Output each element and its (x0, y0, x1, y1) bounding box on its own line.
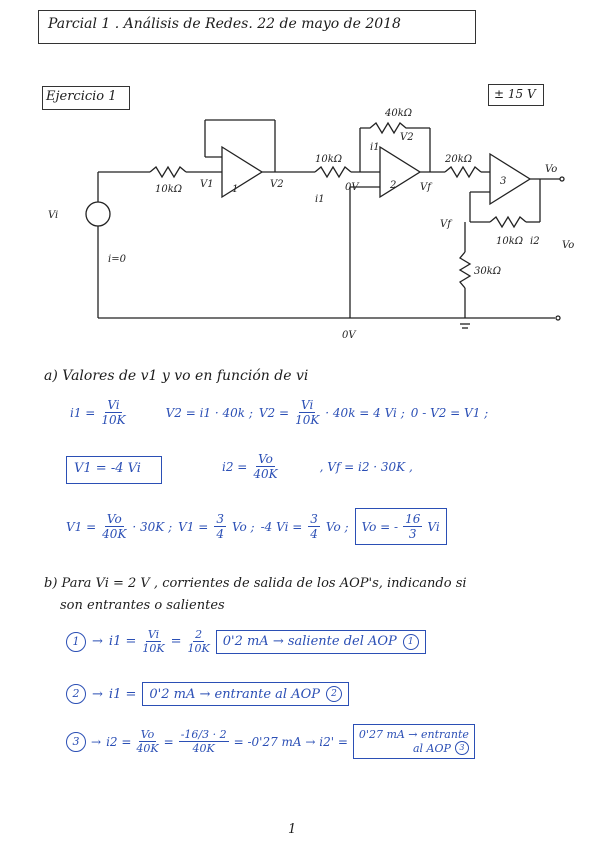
part-a-line1: i1 = Vi 10K V2 = i1 · 40k ; V2 = Vi 10K … (70, 398, 489, 427)
part-a-heading: a) Valores de v1 y vo en función de vi (44, 368, 309, 384)
label-v2: V2 (270, 179, 284, 190)
exercise-label: Ejercicio 1 (46, 89, 117, 104)
opamp-2 (379, 145, 422, 199)
label-i0: i=0 (108, 254, 127, 265)
label-r6: 30kΩ (474, 266, 501, 277)
part-b-heading-2: son entrantes o salientes (60, 598, 225, 613)
resistor-r1 (149, 165, 187, 179)
label-op2: 2 (389, 180, 396, 191)
part-b-heading-1: b) Para Vi = 2 V , corrientes de salida … (44, 576, 467, 591)
circle-1: 1 (66, 631, 86, 652)
exercise-label-box (42, 86, 130, 110)
resistor-r2 (314, 165, 352, 179)
boxed-row3: 0'27 mA → entrante al AOP 3 (352, 724, 475, 759)
label-v0: 0V (345, 182, 360, 193)
label-r3: 40kΩ (384, 108, 412, 119)
resistor-r5 (489, 215, 527, 229)
page-number: 1 (288, 822, 297, 837)
label-i1a: i1 (315, 194, 325, 205)
label-vfb: Vf (440, 219, 453, 230)
circle-3: 3 (66, 731, 86, 752)
boxed-vo-result: Vo = - 16 3 Vi (354, 508, 447, 545)
part-b-row2: 2 → i1 = 0'2 mA → entrante al AOP 2 (66, 682, 350, 706)
part-b-row1: 1 → i1 = Vi 10K = 2 10K 0'2 mA → salient… (66, 628, 426, 655)
resistor-r4 (444, 165, 482, 179)
label-vo: Vo (545, 164, 557, 175)
opamp-3 (489, 152, 532, 206)
boxed-v1-result (66, 456, 162, 484)
label-op1: 1 (232, 184, 238, 195)
voltage-source (85, 201, 111, 227)
label-vi: Vi (48, 210, 58, 221)
label-i1b: i1 (370, 142, 380, 153)
label-gnd: 0V (342, 330, 357, 341)
circuit-diagram: Vi i=0 10kΩ V1 1 V2 10kΩ i1 0V 40kΩ V2 i… (48, 108, 574, 341)
supply-box (488, 84, 544, 106)
resistor-r3 (360, 121, 430, 135)
label-v2b: V2 (400, 132, 414, 143)
label-v1: V1 (200, 179, 214, 190)
label-i2: i2 (530, 236, 540, 247)
header-box (38, 10, 476, 44)
label-vf: Vf (420, 182, 433, 193)
part-b-row3: 3 → i2 = Vo 40K = -16/3 · 2 40K = -0'27 … (66, 724, 475, 759)
opamp-1 (221, 145, 264, 199)
circle-2: 2 (66, 684, 86, 704)
boxed-row2: 0'2 mA → entrante al AOP 2 (142, 682, 350, 706)
label-op3: 3 (500, 176, 506, 187)
label-vo-out: Vo (562, 240, 574, 251)
label-r2: 10kΩ (315, 154, 342, 165)
label-r1: 10kΩ (155, 184, 182, 195)
supply-label: ± 15 V (494, 87, 536, 101)
part-a-line2: i2 = Vo 40K , Vf = i2 · 30K , (222, 452, 413, 481)
part-a-line3: V1 = Vo 40K · 30K ; V1 = 3 4 Vo ; -4 Vi … (66, 508, 447, 545)
page-title: Parcial 1 . Análisis de Redes. 22 de may… (48, 16, 401, 32)
boxed-row1: 0'2 mA → saliente del AOP 1 (215, 629, 426, 654)
label-r4: 20kΩ (444, 154, 472, 165)
boxed-v1-text: V1 = -4 Vi (74, 461, 141, 476)
resistor-r6 (458, 251, 472, 289)
label-r5: 10kΩ (496, 236, 523, 247)
